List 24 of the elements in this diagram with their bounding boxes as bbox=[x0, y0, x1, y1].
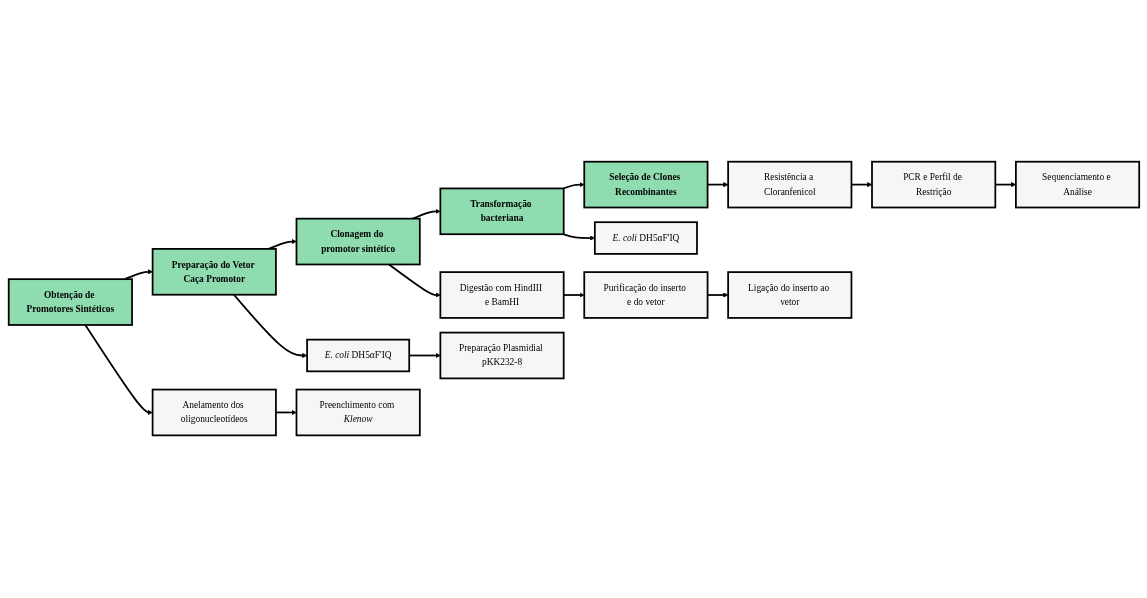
node-box: Purificação do inserto e do vetor bbox=[582, 271, 708, 320]
node-box: Seleção de Clones Recombinantes bbox=[582, 161, 708, 209]
arrow bbox=[123, 269, 153, 281]
arrow bbox=[994, 182, 1016, 188]
node-box: Transformação bacteriana bbox=[439, 188, 565, 236]
node-box: Preparação Plasmidial pKK232-8 bbox=[439, 332, 565, 380]
node-box: Digestão com HindIII e BamHI bbox=[439, 271, 565, 320]
node-box: Obtenção de Promotores Sintéticos bbox=[7, 278, 133, 327]
node-box: Sequenciamento e Análise bbox=[1014, 161, 1140, 209]
node-box: E. coli DH5αF'IQ bbox=[593, 221, 698, 256]
node-box: Ligação do inserto ao vetor bbox=[726, 271, 852, 320]
node-box: Preparação do Vetor Caça Promotor bbox=[151, 248, 277, 297]
arrow bbox=[562, 182, 584, 190]
arrow bbox=[850, 182, 872, 188]
arrow bbox=[267, 239, 297, 251]
arrow bbox=[83, 324, 153, 416]
node-box: Resistência a Cloranfenicol bbox=[726, 161, 852, 209]
node-box: Preenchimento com Klenow bbox=[295, 389, 421, 437]
arrow bbox=[232, 294, 307, 359]
node-box: PCR e Perfil de Restrição bbox=[870, 161, 996, 209]
node-box: E. coli DH5αF'IQ bbox=[305, 339, 410, 373]
node-box: Clonagem do promotor sintético bbox=[295, 218, 421, 266]
arrow bbox=[562, 233, 595, 242]
node-box: Anelamento dos oligonucleotídeos bbox=[151, 389, 277, 437]
